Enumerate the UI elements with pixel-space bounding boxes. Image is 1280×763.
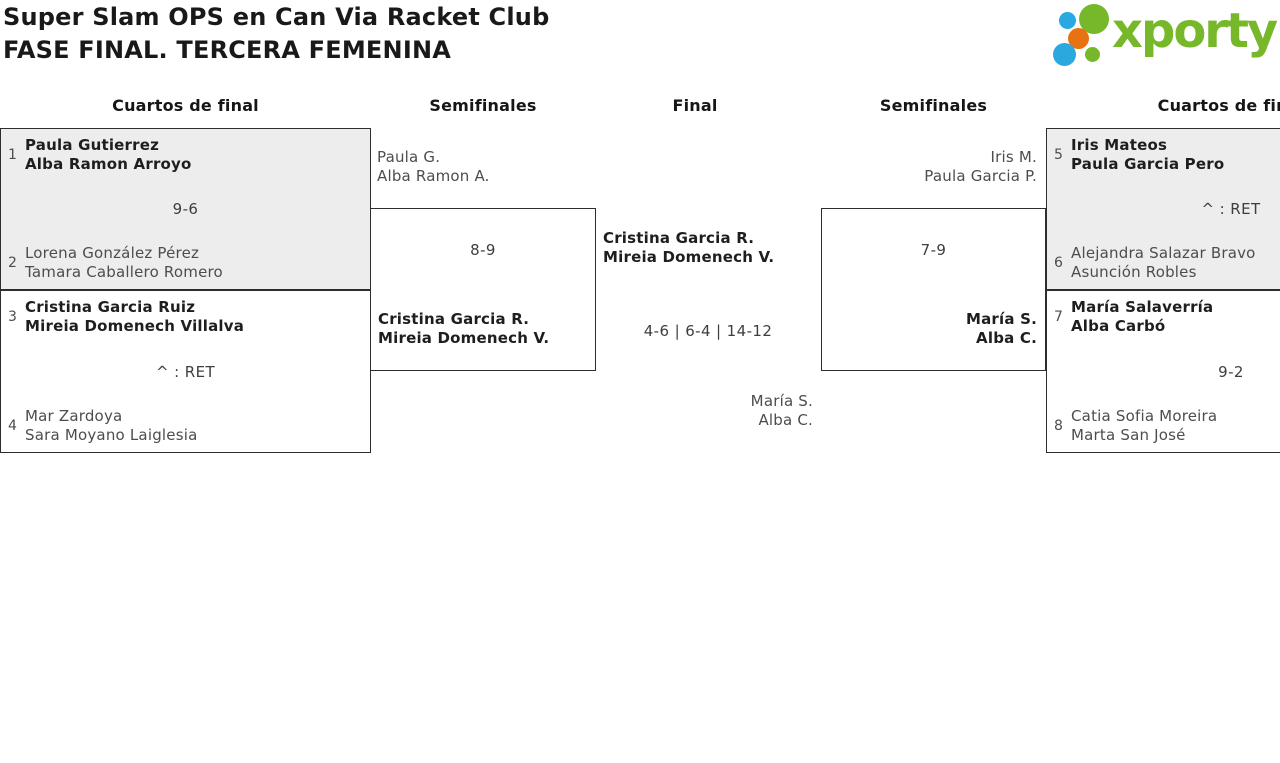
seed-number: 4 [8, 418, 17, 434]
seed-number: 2 [8, 255, 17, 271]
logo-dot-icon [1085, 47, 1100, 62]
match-box-qf4: 7 María Salaverría Alba Carbó 9-2 8 Cati… [1046, 290, 1280, 453]
team-entry: 4 Mar Zardoya Sara Moyano Laiglesia [8, 407, 363, 445]
tournament-title: Super Slam OPS en Can Via Racket Club [3, 3, 550, 31]
final-loser-team: María S. Alba C. [750, 392, 813, 429]
seed-number: 3 [8, 309, 17, 325]
team-name-winner: Paula Gutierrez Alba Ramon Arroyo [25, 136, 192, 173]
seed-number: 7 [1054, 309, 1063, 325]
logo-dot-icon [1068, 28, 1089, 49]
match-score: 9-2 [1218, 362, 1244, 381]
page-title: Super Slam OPS en Can Via Racket Club FA… [3, 1, 549, 67]
team-name-loser: Mar Zardoya Sara Moyano Laiglesia [25, 407, 198, 444]
team-entry: 7 María Salaverría Alba Carbó [1054, 298, 1280, 336]
team-name-loser: Alejandra Salazar Bravo Asunción Robles [1071, 244, 1256, 281]
match-box-qf2: 3 Cristina Garcia Ruiz Mireia Domenech V… [0, 290, 371, 453]
team-entry: 5 Iris Mateos Paula Garcia Pero [1054, 136, 1280, 174]
match-score: 8-9 [470, 241, 496, 259]
match-box-qf3: 5 Iris Mateos Paula Garcia Pero ^ : RET … [1046, 128, 1280, 290]
team-entry: 3 Cristina Garcia Ruiz Mireia Domenech V… [8, 298, 363, 336]
round-header-semifinals-left: Semifinales [429, 96, 537, 115]
match-box-sf-right: 7-9 María S. Alba C. [821, 208, 1046, 371]
round-header-semifinals-right: Semifinales [879, 96, 988, 115]
match-box-qf1: 1 Paula Gutierrez Alba Ramon Arroyo 9-6 … [0, 128, 371, 290]
team-entry: 6 Alejandra Salazar Bravo Asunción Roble… [1054, 244, 1280, 282]
round-header-final: Final [672, 96, 718, 115]
final-winner-team: Cristina Garcia R. Mireia Domenech V. [603, 229, 775, 266]
logo-wordmark: xporty [1112, 3, 1278, 59]
team-entry: 2 Lorena González Pérez Tamara Caballero… [8, 244, 363, 282]
seed-number: 1 [8, 147, 17, 163]
match-score: 7-9 [920, 241, 947, 259]
team-name-loser: Iris M. Paula Garcia P. [924, 148, 1037, 185]
round-header-quarterfinals-right: Cuartos de final [1157, 96, 1280, 115]
team-name-winner: Cristina Garcia R. Mireia Domenech V. [378, 310, 550, 347]
team-name-winner: Iris Mateos Paula Garcia Pero [1071, 136, 1225, 173]
team-name-winner: María Salaverría Alba Carbó [1071, 298, 1214, 335]
seed-number: 8 [1054, 418, 1063, 434]
team-name-loser: Catia Sofia Moreira Marta San José [1071, 407, 1218, 444]
seed-number: 6 [1054, 255, 1063, 271]
seed-number: 5 [1054, 147, 1063, 163]
match-box-sf-left: 8-9 Cristina Garcia R. Mireia Domenech V… [370, 208, 596, 371]
team-name-loser: Paula G. Alba Ramon A. [377, 148, 490, 185]
round-header-quarterfinals-left: Cuartos de final [112, 96, 259, 115]
team-entry: 1 Paula Gutierrez Alba Ramon Arroyo [8, 136, 363, 174]
team-name-winner: Cristina Garcia Ruiz Mireia Domenech Vil… [25, 298, 245, 335]
match-score: 9-6 [172, 200, 199, 218]
team-name-loser: Lorena González Pérez Tamara Caballero R… [25, 244, 223, 281]
team-entry: 8 Catia Sofia Moreira Marta San José [1054, 407, 1280, 445]
team-name-winner: María S. Alba C. [965, 310, 1037, 347]
phase-subtitle: FASE FINAL. TERCERA FEMENINA [3, 36, 452, 64]
final-score: 4-6 | 6-4 | 14-12 [643, 322, 773, 340]
logo-dot-icon [1053, 43, 1076, 66]
match-score: ^ : RET [155, 362, 216, 381]
logo-dot-icon [1059, 12, 1076, 29]
match-score: ^ : RET [1201, 200, 1261, 218]
xporty-logo: xporty [1050, 0, 1280, 72]
